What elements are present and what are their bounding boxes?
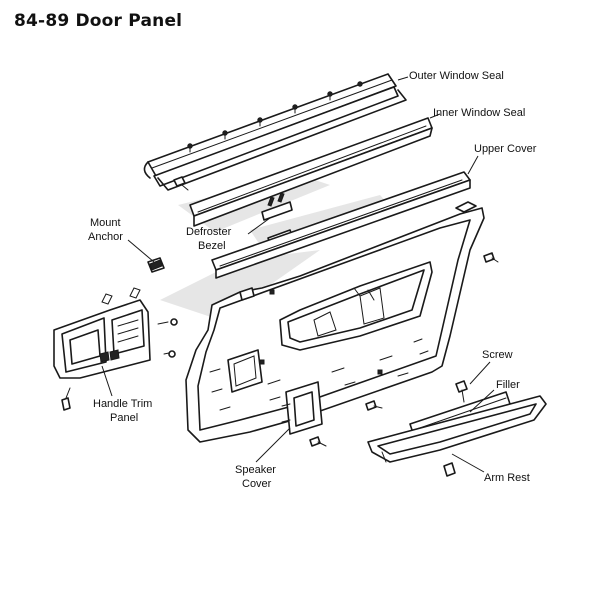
- label-screw: Screw: [482, 349, 513, 361]
- door-panel: [185, 201, 485, 443]
- label-handle-trim: Handle Trim: [93, 398, 152, 410]
- inner-window-seal: [189, 117, 433, 227]
- outer-window-seal: [143, 73, 407, 191]
- mount-anchor: [147, 257, 165, 273]
- label-upper-cover: Upper Cover: [474, 143, 537, 155]
- label-outer-window-seal: Outer Window Seal: [409, 70, 504, 82]
- screw-part: [455, 380, 468, 403]
- label-inner-window-seal: Inner Window Seal: [433, 107, 525, 119]
- label-mount: Mount: [90, 217, 121, 229]
- label-bezel: Bezel: [198, 240, 226, 252]
- upper-cover: [211, 171, 471, 279]
- label-anchor: Anchor: [88, 231, 123, 243]
- leader-lines: [101, 76, 495, 473]
- arm-rest-screw: [443, 462, 456, 477]
- speaker-cover: [281, 381, 327, 447]
- panel-screws: [365, 252, 499, 411]
- handle-trim-panel: [53, 287, 178, 379]
- seal-screw: [173, 176, 189, 191]
- label-defroster: Defroster: [186, 226, 232, 238]
- arm-rest: [367, 395, 547, 463]
- diagram-title: 84-89 Door Panel: [14, 11, 183, 31]
- label-speaker: Speaker: [235, 464, 276, 476]
- label-arm-rest: Arm Rest: [484, 472, 530, 484]
- label-filler: Filler: [496, 379, 520, 391]
- label-cover: Cover: [242, 478, 272, 490]
- handle-trim-screw: [61, 387, 71, 411]
- label-panel: Panel: [110, 412, 138, 424]
- part-labels: Outer Window Seal Inner Window Seal Uppe…: [88, 70, 537, 490]
